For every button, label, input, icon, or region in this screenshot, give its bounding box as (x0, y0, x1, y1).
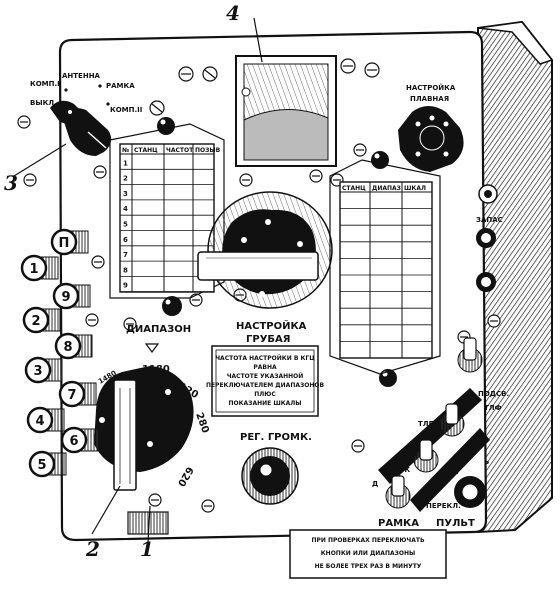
center-instruction-plate: ЧАСТОТА НАСТРОЙКИ В КГЦ РАВНА ЧАСТОТЕ УК… (206, 345, 325, 417)
preset-button-8[interactable]: 8 (54, 332, 93, 360)
left-table-row-number: 6 (123, 236, 128, 244)
right-frequency-table: СТАНЦ ДИАПАЗ ШКАЛ (329, 159, 441, 375)
callout-4: 4 (226, 1, 240, 25)
preset-button-label: 2 (31, 314, 40, 329)
callout-leaders (13, 17, 263, 543)
preset-button-label: 6 (69, 434, 78, 449)
left-table-header-station: СТАНЦ (134, 147, 158, 154)
range-label: ДИАПАЗОН (126, 324, 191, 335)
range-dial[interactable] (94, 366, 194, 491)
plate-line-6: ПОКАЗАНИЕ ШКАЛЫ (229, 400, 302, 407)
switch-label-tlf: ТЛФ (484, 404, 502, 412)
case-foot (127, 511, 169, 535)
warning-line-3: НЕ БОЛЕЕ ТРЕХ РАЗ В МИНУТУ (315, 563, 422, 570)
right-table-header-station: СТАНЦ (342, 185, 366, 192)
left-table-header-callsign: ПОЗЫВ (195, 147, 221, 154)
preset-button-label: 9 (61, 290, 70, 305)
callout-2: 2 (85, 537, 100, 561)
warning-plate: ПРИ ПРОВЕРКАХ ПЕРЕКЛЮЧАТЬ КНОПКИ ИЛИ ДИА… (289, 529, 447, 579)
preset-button-cap (52, 282, 80, 310)
preset-button-cap (22, 306, 50, 334)
band-position-comp2: КОМП.II (110, 106, 142, 114)
volume-knob[interactable] (241, 447, 299, 505)
preset-button-3[interactable]: 3 (24, 356, 63, 384)
band-position-antenna: АНТЕННА (62, 72, 101, 80)
switch-label-podsv: ПОДСВ. (478, 390, 509, 398)
preset-button-6[interactable]: П (50, 228, 89, 256)
preset-button-label: 7 (67, 388, 76, 403)
left-table-header-frequency: ЧАСТОТ (166, 147, 194, 154)
left-table-row-number: 8 (123, 266, 128, 274)
preset-button-label: 4 (35, 414, 44, 429)
toggle-switches[interactable] (391, 337, 477, 497)
plate-line-1: ЧАСТОТА НАСТРОЙКИ В КГЦ (215, 354, 315, 362)
coarse-tuning-knob[interactable] (197, 191, 333, 309)
band-position-loop: РАМКА (106, 82, 135, 90)
preset-button-10[interactable]: 6 (60, 426, 99, 454)
left-table-row-number: 5 (123, 221, 128, 229)
left-table-row-number: 2 (123, 175, 128, 183)
fine-tuning-knob[interactable] (398, 106, 464, 172)
callout-3: 3 (4, 171, 18, 195)
plate-line-2: РАВНА (253, 364, 277, 371)
switch-label-d: Д (372, 480, 378, 488)
preset-button-1[interactable]: 1 (20, 254, 59, 282)
fine-tuning-label-line2: ПЛАВНАЯ (410, 95, 449, 103)
reserve-lamp-sockets (476, 184, 498, 292)
left-table-row-number: 9 (123, 282, 128, 290)
left-table-row-number: 7 (123, 251, 128, 259)
preset-button-cap (24, 356, 52, 384)
switch-label-pult: ПУЛЬТ (436, 518, 475, 529)
switch-label-r: Р (484, 460, 489, 468)
plate-line-5: ПЛЮС (254, 391, 276, 398)
preset-button-cap (26, 406, 54, 434)
preset-button-cap (54, 332, 82, 360)
preset-button-label: П (59, 236, 70, 251)
preset-button-2[interactable]: 2 (22, 306, 61, 334)
band-selector-switch[interactable] (50, 100, 112, 156)
switch-label-tlg: ТЛГ (418, 420, 434, 428)
band-position-comp1: КОМП.I (30, 80, 60, 88)
preset-button-cap (28, 450, 56, 478)
left-table-header-num: № (122, 147, 130, 154)
range-scale-1180: 1180 (142, 364, 170, 375)
preset-button-label: 8 (63, 340, 72, 355)
switch-label-perekl: ПЕРЕКЛ. (426, 502, 461, 510)
warning-line-1: ПРИ ПРОВЕРКАХ ПЕРЕКЛЮЧАТЬ (311, 537, 425, 544)
callout-1: 1 (140, 537, 154, 561)
switch-label-sh: Ш (450, 468, 459, 476)
preset-button-label: 1 (29, 262, 38, 277)
volume-label: РЕГ. ГРОМК. (240, 432, 312, 443)
left-frequency-table: № СТАНЦ ЧАСТОТ ПОЗЫВ 1 2 3 4 5 6 7 8 9 (109, 123, 225, 299)
preset-button-cap (58, 380, 86, 408)
preset-button-label: 3 (33, 364, 42, 379)
preset-button-cap (20, 254, 48, 282)
range-pointer (144, 343, 160, 353)
fine-tuning-label-line1: НАСТРОЙКА (406, 83, 456, 92)
coarse-tuning-label-line1: НАСТРОЙКА (236, 319, 307, 332)
right-table-header-scale: ШКАЛ (404, 185, 426, 192)
plate-line-3: ЧАСТОТЕ УКАЗАННОЙ (227, 372, 304, 380)
switch-label-uzk: УЗК (394, 466, 410, 474)
warning-line-2: КНОПКИ ИЛИ ДИАПАЗОНЫ (321, 550, 415, 557)
preset-button-5[interactable]: 5 (28, 450, 67, 478)
left-table-row-number: 4 (123, 205, 128, 213)
preset-button-label: 5 (37, 458, 46, 473)
plate-line-4: ПЕРЕКЛЮЧАТЕЛЕМ ДИАПАЗОНОВ (206, 382, 325, 389)
preset-buttons: 1 2 3 4 5 П 9 8 7 6 (20, 228, 99, 478)
coarse-tuning-label-line2: ГРУБАЯ (246, 334, 290, 345)
preset-button-cap (60, 426, 88, 454)
switch-label-ramka: РАМКА (378, 518, 419, 529)
left-table-row-number: 3 (123, 190, 128, 198)
band-position-off: ВЫКЛ (30, 99, 54, 107)
reserve-label: ЗАПАС (476, 216, 503, 224)
preset-button-9[interactable]: 7 (58, 380, 97, 408)
preset-button-cap (50, 228, 78, 256)
left-table-row-number: 1 (123, 159, 128, 167)
preset-button-7[interactable]: 9 (52, 282, 91, 310)
preset-button-4[interactable]: 4 (26, 406, 65, 434)
meter-window (235, 55, 337, 167)
right-table-header-band: ДИАПАЗ (372, 185, 401, 192)
